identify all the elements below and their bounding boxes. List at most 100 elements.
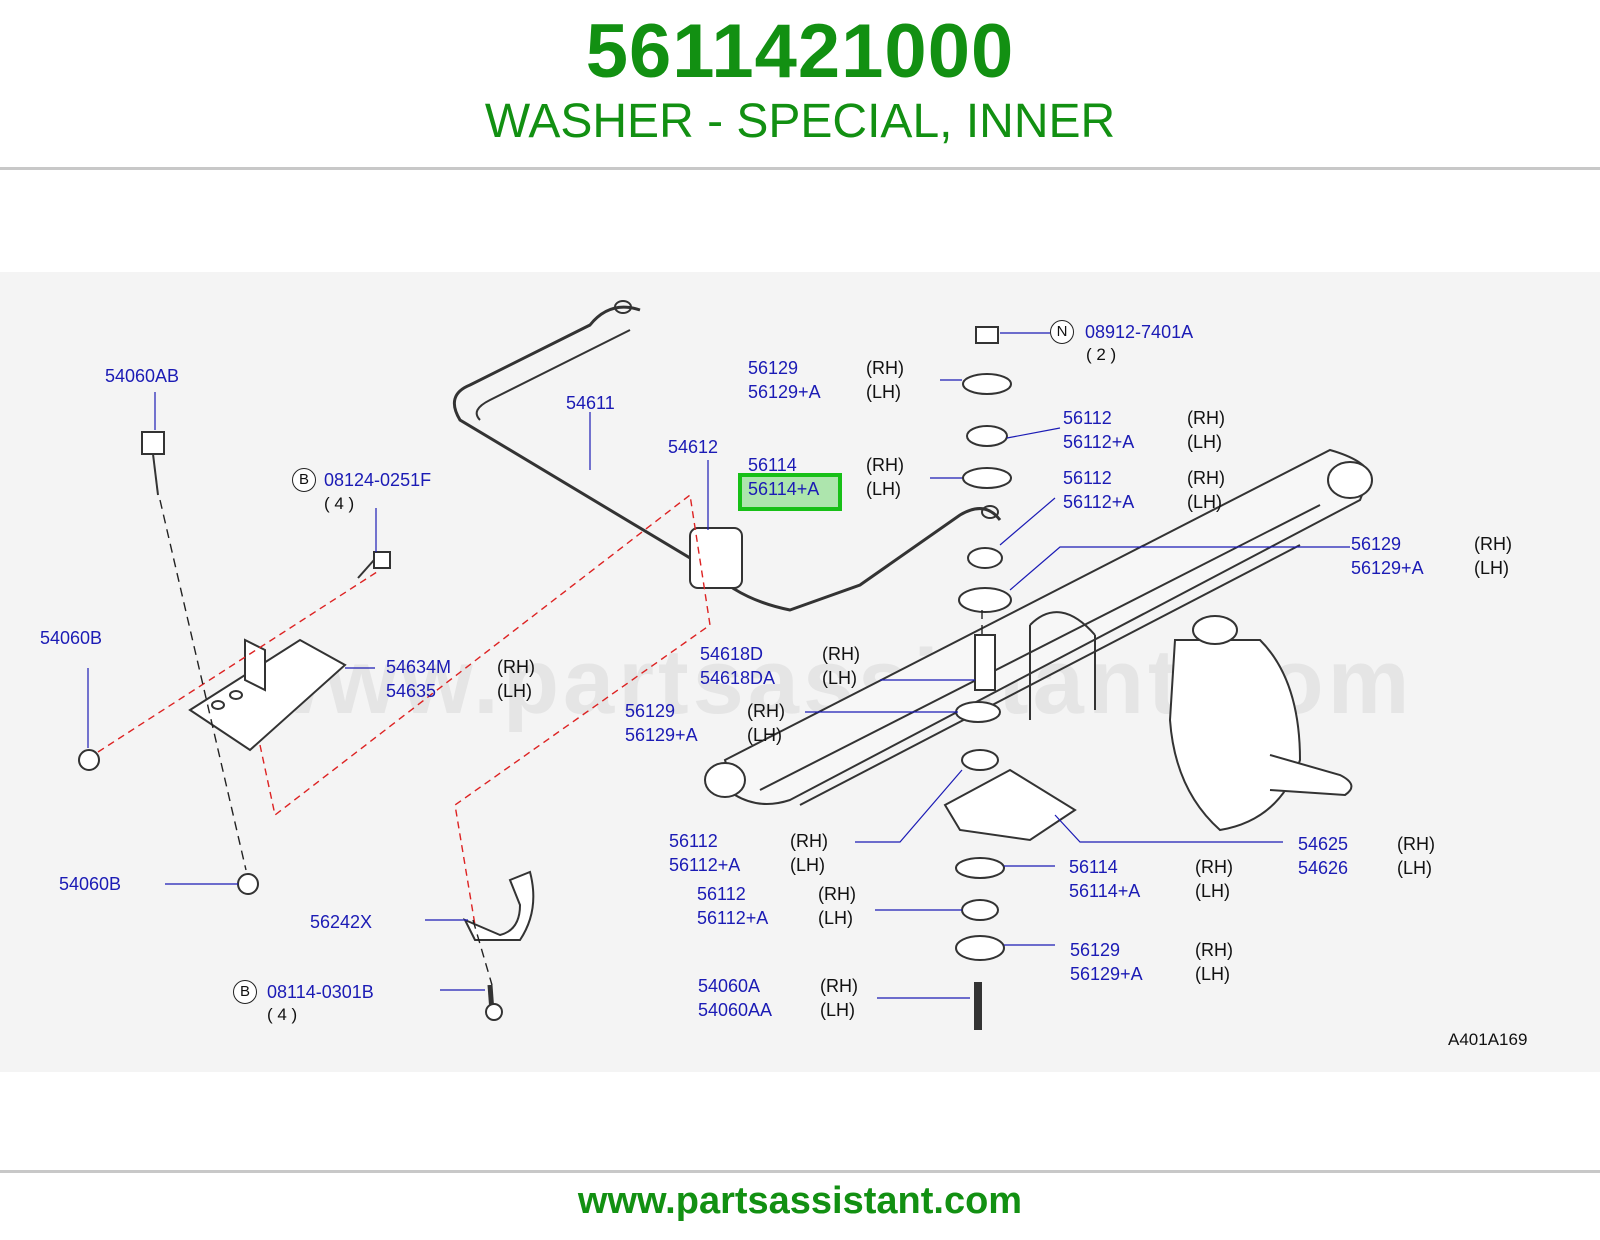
figure-code: A401A169 bbox=[1448, 1030, 1528, 1049]
side-rh: (RH) bbox=[747, 701, 785, 721]
callout-56114-a-highlighted[interactable]: 56114+A bbox=[748, 479, 820, 499]
callout-56114[interactable]: 56114 bbox=[748, 455, 797, 475]
stabilizer-end-hole bbox=[614, 300, 632, 314]
callout-54060b-lower[interactable]: 54060B bbox=[59, 874, 122, 894]
bushing-56112-mid bbox=[967, 547, 1003, 569]
callout-56112[interactable]: 56112 bbox=[1063, 408, 1112, 428]
callout-54618da[interactable]: 54618DA bbox=[700, 668, 776, 688]
side-lh: (LH) bbox=[1187, 492, 1222, 512]
callout-56129-a[interactable]: 56129+A bbox=[748, 382, 821, 402]
side-lh: (LH) bbox=[1397, 858, 1432, 878]
callout-08114-prefix: B bbox=[233, 980, 257, 1004]
callout-56129-a[interactable]: 56129+A bbox=[1070, 964, 1143, 984]
side-lh: (LH) bbox=[747, 725, 782, 745]
leaf-spring-leaf bbox=[799, 544, 1301, 806]
callout-56112[interactable]: 56112 bbox=[697, 884, 746, 904]
bolt-08124 bbox=[373, 551, 391, 569]
callout-56129-a[interactable]: 56129+A bbox=[625, 725, 698, 745]
side-lh: (LH) bbox=[818, 908, 853, 928]
side-rh: (RH) bbox=[497, 657, 535, 677]
clamp-56242x bbox=[462, 870, 535, 941]
stabilizer-bar-inner bbox=[475, 329, 631, 421]
u-bolt bbox=[1029, 611, 1096, 720]
callout-08912-qty: ( 2 ) bbox=[1086, 345, 1117, 364]
callout-08124-qty: ( 4 ) bbox=[324, 494, 355, 513]
spring-eye-rear bbox=[704, 762, 746, 798]
side-lh: (LH) bbox=[497, 681, 532, 701]
callout-56112[interactable]: 56112 bbox=[1063, 468, 1112, 488]
page-header: 5611421000 WASHER - SPECIAL, INNER bbox=[0, 0, 1600, 168]
bracket-54634m bbox=[188, 638, 347, 752]
callout-54625[interactable]: 54625 bbox=[1298, 834, 1349, 854]
callout-08912-7401a[interactable]: 08912-7401A bbox=[1085, 322, 1194, 342]
callout-56129-a[interactable]: 56129+A bbox=[1351, 558, 1424, 578]
leaf-spring-leaf bbox=[759, 504, 1321, 791]
washer-56114-low bbox=[955, 857, 1005, 879]
callout-56112-a[interactable]: 56112+A bbox=[669, 855, 741, 875]
side-rh: (RH) bbox=[1195, 940, 1233, 960]
callout-54618d[interactable]: 54618D bbox=[700, 644, 764, 664]
nut-54060b bbox=[78, 749, 100, 771]
callout-54626[interactable]: 54626 bbox=[1298, 858, 1349, 878]
side-rh: (RH) bbox=[820, 976, 858, 996]
stabilizer-end-hole bbox=[981, 505, 999, 519]
side-lh: (LH) bbox=[1195, 881, 1230, 901]
callout-56242x[interactable]: 56242X bbox=[310, 912, 373, 932]
side-lh: (LH) bbox=[1195, 964, 1230, 984]
washer-56114-top bbox=[962, 467, 1012, 489]
callout-54060aa[interactable]: 54060AA bbox=[698, 1000, 773, 1020]
callout-56112-a[interactable]: 56112+A bbox=[697, 908, 769, 928]
callout-56129[interactable]: 56129 bbox=[1351, 534, 1402, 554]
callout-54060a[interactable]: 54060A bbox=[698, 976, 761, 996]
steering-knuckle bbox=[1168, 639, 1302, 832]
side-lh: (LH) bbox=[820, 1000, 855, 1020]
callout-08124-0251f[interactable]: 08124-0251F bbox=[324, 470, 432, 490]
side-lh: (LH) bbox=[1187, 432, 1222, 452]
washer-56129-bottom bbox=[955, 935, 1005, 961]
side-rh: (RH) bbox=[790, 831, 828, 851]
side-lh: (LH) bbox=[822, 668, 857, 688]
side-rh: (RH) bbox=[1397, 834, 1435, 854]
callout-54060ab[interactable]: 54060AB bbox=[105, 366, 180, 386]
stabilizer-bushing bbox=[689, 527, 743, 589]
nut-54060b-lower bbox=[237, 873, 259, 895]
bushing-56112-bottom bbox=[961, 899, 999, 921]
side-rh: (RH) bbox=[1195, 857, 1233, 877]
callout-56129[interactable]: 56129 bbox=[748, 358, 799, 378]
side-lh: (LH) bbox=[1474, 558, 1509, 578]
callout-56114-a[interactable]: 56114+A bbox=[1069, 881, 1141, 901]
callout-08912-prefix: N bbox=[1050, 320, 1074, 344]
nut-08912 bbox=[975, 326, 999, 344]
part-name-subtitle: WASHER - SPECIAL, INNER bbox=[484, 95, 1116, 148]
side-rh: (RH) bbox=[1474, 534, 1512, 554]
highlight-box bbox=[738, 473, 842, 511]
callout-08124-prefix: B bbox=[292, 468, 316, 492]
callout-08114-0301b[interactable]: 08114-0301B bbox=[267, 982, 374, 1002]
side-rh: (RH) bbox=[1187, 408, 1225, 428]
callout-54612[interactable]: 54612 bbox=[668, 437, 719, 457]
callout-56112[interactable]: 56112 bbox=[669, 831, 718, 851]
callout-56114[interactable]: 56114 bbox=[1069, 857, 1118, 877]
callout-54060b[interactable]: 54060B bbox=[40, 628, 103, 648]
side-rh: (RH) bbox=[818, 884, 856, 904]
washer-56129-mid bbox=[958, 587, 1012, 613]
callout-54635[interactable]: 54635 bbox=[386, 681, 437, 701]
callout-56112-a[interactable]: 56112+A bbox=[1063, 432, 1135, 452]
side-lh: (LH) bbox=[866, 382, 901, 402]
part-number-title: 5611421000 bbox=[585, 9, 1015, 94]
callout-54611[interactable]: 54611 bbox=[566, 393, 615, 413]
footer-url-link[interactable]: www.partsassistant.com bbox=[577, 1180, 1023, 1222]
callout-54634m[interactable]: 54634M bbox=[386, 657, 452, 677]
callout-08114-qty: ( 4 ) bbox=[267, 1005, 298, 1024]
header-divider bbox=[0, 167, 1600, 170]
side-rh: (RH) bbox=[822, 644, 860, 664]
bolt-54060ab bbox=[141, 431, 165, 455]
washer-56129-low bbox=[955, 701, 1001, 723]
callout-56129[interactable]: 56129 bbox=[1070, 940, 1121, 960]
leaf-spring bbox=[723, 448, 1372, 805]
callout-56112-a[interactable]: 56112+A bbox=[1063, 492, 1135, 512]
plate-54625 bbox=[943, 768, 1077, 842]
callout-56129[interactable]: 56129 bbox=[625, 701, 676, 721]
side-lh: (LH) bbox=[790, 855, 825, 875]
